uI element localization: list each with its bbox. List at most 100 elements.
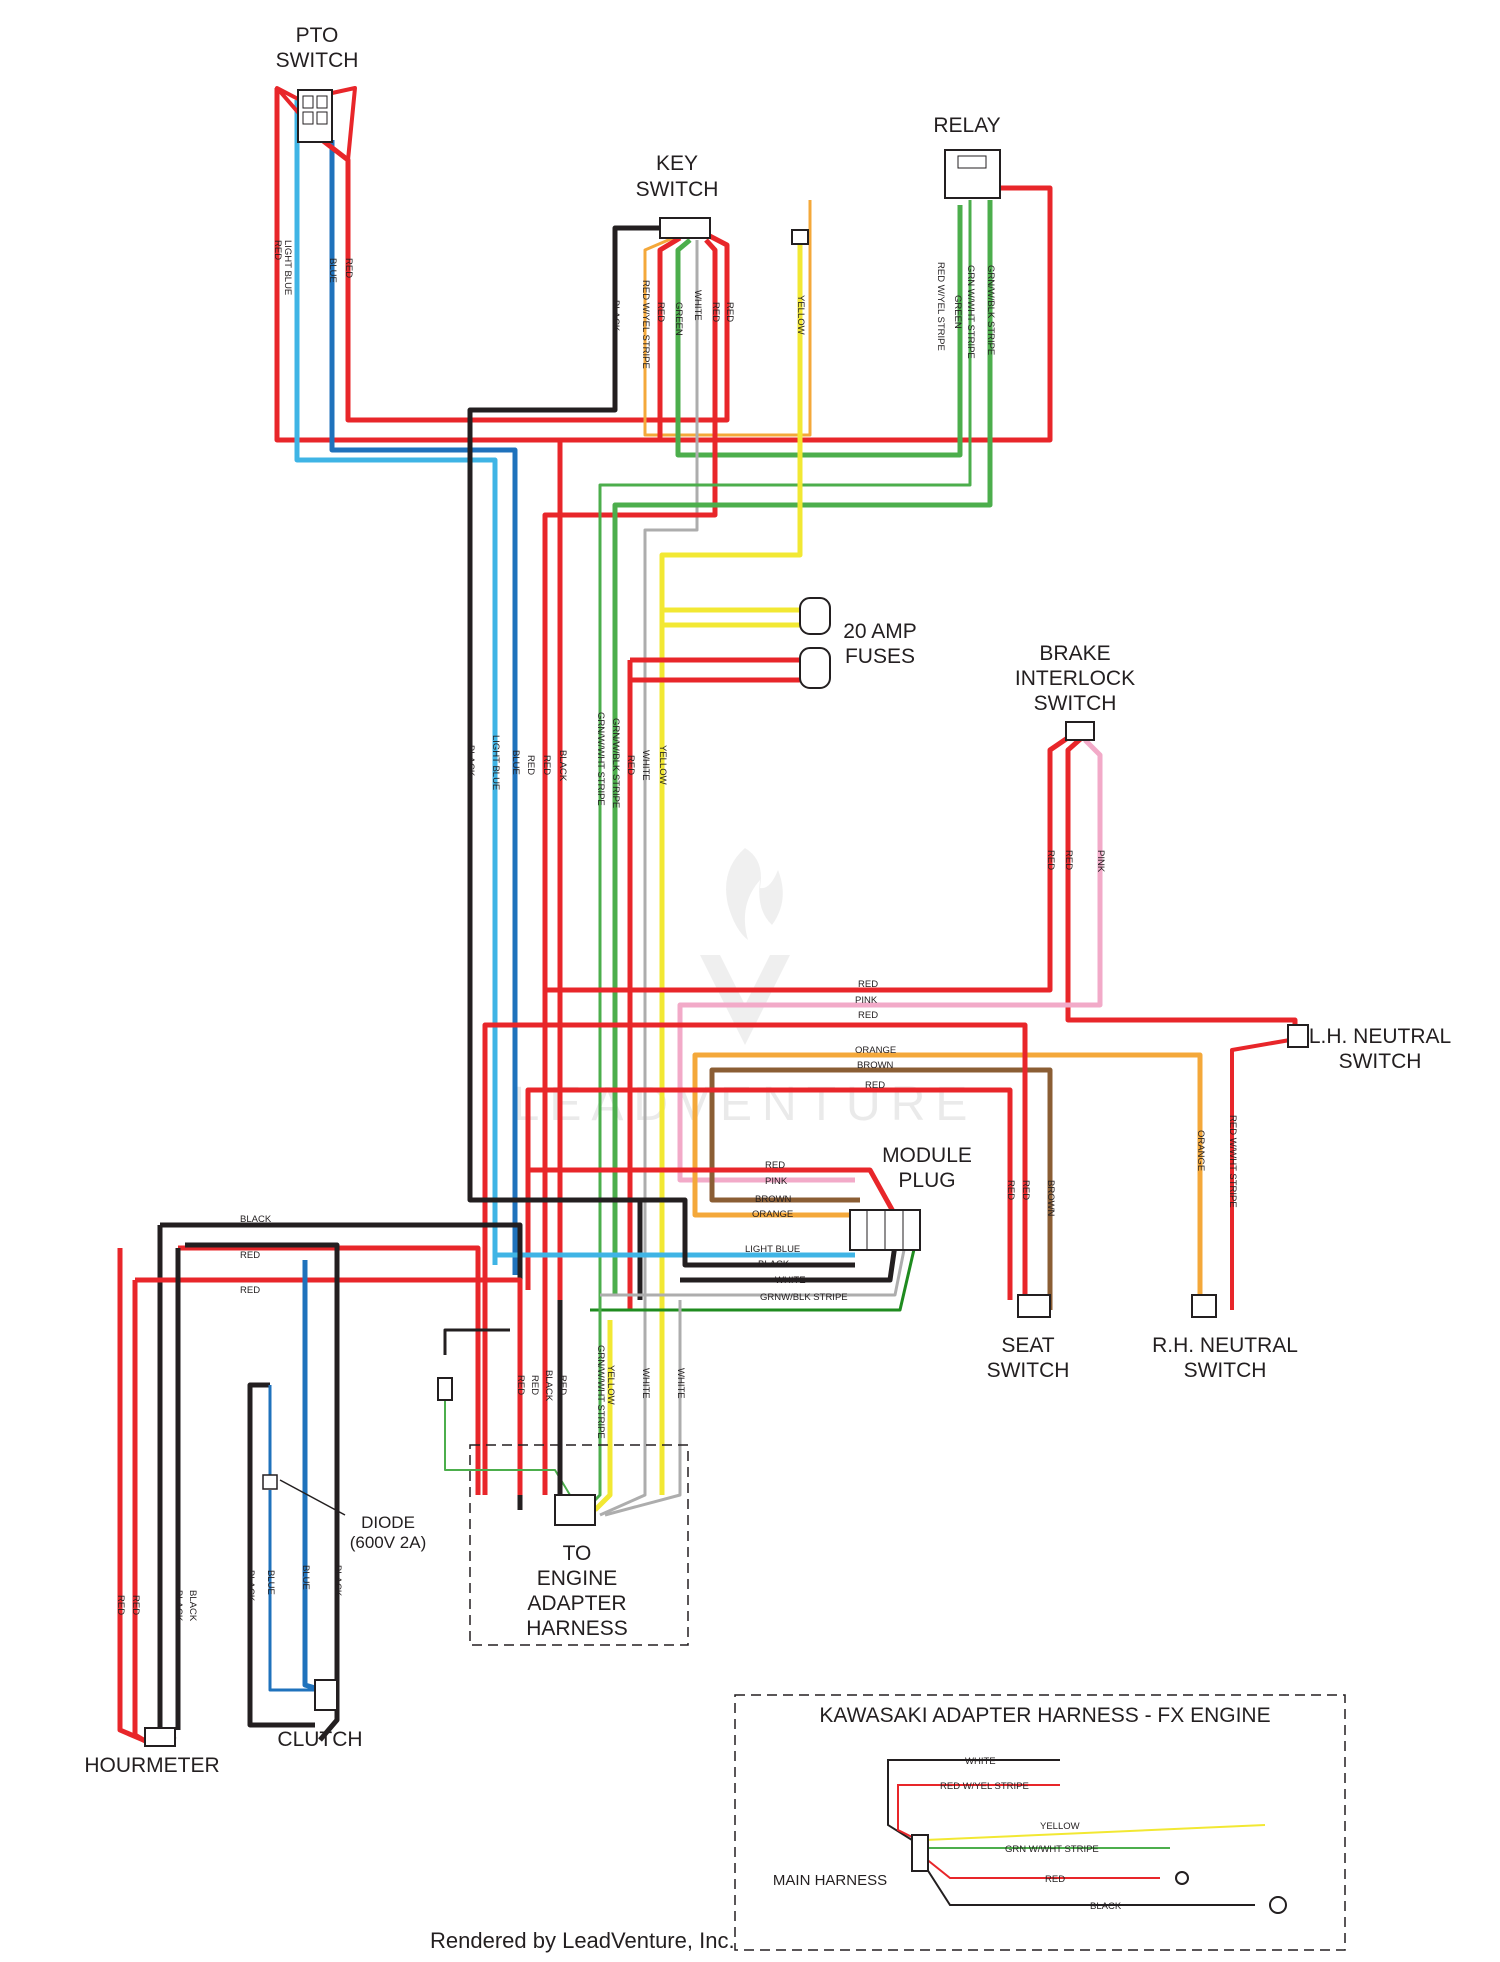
wl-white-key: WHITE xyxy=(692,290,703,321)
wl-green-relay: GREEN xyxy=(952,295,963,329)
wl-orange-rh: ORANGE xyxy=(1195,1130,1206,1171)
wl-red-hour-2: RED xyxy=(130,1595,141,1615)
lh-neutral-label-2: SWITCH xyxy=(1339,1050,1422,1073)
fuse-2-icon xyxy=(799,647,831,689)
wire-orange xyxy=(692,1052,1203,1310)
wl-black-diode: BLACK xyxy=(245,1570,256,1602)
kawasaki-ring-terminal-black xyxy=(1269,1896,1287,1914)
wl-blue-trunk: BLUE xyxy=(510,750,521,775)
v-logo-icon xyxy=(700,955,790,1045)
wire-black-engine xyxy=(557,1300,577,1512)
module-plug-label-1: MODULE xyxy=(882,1144,972,1167)
wire-red-brake-1 xyxy=(545,732,1074,993)
wl-blue-pto: BLUE xyxy=(327,258,338,283)
kawasaki-wires xyxy=(887,1759,1266,1906)
wire-light-blue xyxy=(294,100,498,1265)
diode-label-1: DIODE xyxy=(361,1513,415,1532)
wl-red-brake-2: RED xyxy=(1063,850,1074,870)
wl-red-yel-key: RED W/YEL STRIPE xyxy=(640,280,651,369)
main-harness-label: MAIN HARNESS xyxy=(773,1872,887,1889)
wl-red-hour-1: RED xyxy=(115,1595,126,1615)
wl-red-h1: RED xyxy=(858,979,878,990)
wl-red-key-2: RED xyxy=(710,302,721,322)
brake-label-1: BRAKE xyxy=(1039,642,1110,665)
wire-white-engine-2 xyxy=(604,1300,682,1517)
pto-switch-label-2: SWITCH xyxy=(276,49,359,72)
wire-black-module xyxy=(470,1197,855,1268)
wl-grn-wht-relay: GRN W/WHT STRIPE xyxy=(965,265,976,359)
wl-pink-h: PINK xyxy=(855,995,878,1006)
rh-neutral-connector xyxy=(1191,1294,1217,1318)
wl-red-eng-1: RED xyxy=(515,1375,526,1395)
wire-red-yel-key xyxy=(643,200,812,437)
fuses-label-1: 20 AMP xyxy=(843,620,917,643)
wl-grn-wht-eng: GRN/W/WHT STRIPE xyxy=(595,1345,606,1439)
engine-label-1: TO xyxy=(563,1542,592,1565)
kawasaki-adapter-box: KAWASAKI ADAPTER HARNESS - FX ENGINE MAI… xyxy=(734,1694,1346,1951)
components xyxy=(144,89,1309,1747)
engine-label-3: ADAPTER xyxy=(527,1592,626,1615)
engine-adapter-box xyxy=(469,1444,689,1646)
brake-label-3: SWITCH xyxy=(1034,692,1117,715)
engine-label-4: HARNESS xyxy=(526,1617,628,1640)
wl-red-top-1: RED xyxy=(240,1250,260,1261)
wl-grn-blk-relay: GRN/W/BLK STRIPE xyxy=(985,265,996,355)
pto-pin-4 xyxy=(316,111,328,125)
wl-orange-h: ORANGE xyxy=(855,1045,896,1056)
wl-black-eng: BLACK xyxy=(543,1370,554,1402)
key-switch-label-1: KEY xyxy=(656,152,698,175)
wire-black-clutch xyxy=(185,1242,340,1742)
wl-brown-seat: BROWN xyxy=(1045,1180,1056,1217)
wire-red-hourmeter-3 xyxy=(132,1280,154,1748)
brake-label-2: INTERLOCK xyxy=(1015,667,1135,690)
wl-red-trunk-3: RED xyxy=(625,755,636,775)
wire-red-brake-lh xyxy=(1065,733,1298,1030)
wire-black-hourmeter xyxy=(157,1225,177,1743)
wl-yellow-top: YELLOW xyxy=(795,295,806,335)
diode-leader-line xyxy=(279,1479,346,1516)
wire-blue-clutch xyxy=(302,1260,323,1693)
wl-red-pto-2: RED xyxy=(343,258,354,278)
brake-switch-connector xyxy=(1065,721,1095,741)
wl-red-trunk-1: RED xyxy=(525,755,536,775)
flame-logo-icon xyxy=(726,848,783,940)
seat-switch-label-2: SWITCH xyxy=(987,1359,1070,1382)
wl-grn-blk-trunk: GRN/W/BLK STRIPE xyxy=(610,718,621,808)
wire-red-key-2 xyxy=(542,238,718,1495)
seat-switch-label-1: SEAT xyxy=(1001,1334,1054,1357)
watermark-text: LEADVENTURE xyxy=(513,1078,978,1131)
wire-diode-lead xyxy=(443,1328,510,1355)
kawasaki-wire-red-yel: RED W/YEL STRIPE xyxy=(940,1781,1029,1792)
wl-orange-module: ORANGE xyxy=(752,1209,793,1220)
kawasaki-wire-grn-wht: GRN W/WHT STRIPE xyxy=(1005,1844,1099,1855)
wl-blue-diode: BLUE xyxy=(265,1570,276,1595)
rh-neutral-label-2: SWITCH xyxy=(1184,1359,1267,1382)
wl-white-eng-1: WHITE xyxy=(640,1368,651,1399)
wl-red-trunk-2: RED xyxy=(541,755,552,775)
wl-red-pto: RED xyxy=(272,240,283,260)
pto-pin-2 xyxy=(316,95,328,109)
watermark: LEADVENTURE xyxy=(513,848,978,1131)
relay-label: RELAY xyxy=(933,114,1000,137)
wl-yellow-eng: YELLOW xyxy=(605,1365,616,1405)
engine-adapter-connector xyxy=(554,1494,596,1526)
wl-light-blue-trunk: LIGHT BLUE xyxy=(490,735,501,790)
diode-label-2: (600V 2A) xyxy=(350,1533,427,1552)
wire-white-engine-1 xyxy=(599,1320,647,1517)
wire-grn-blk-module xyxy=(590,1244,917,1312)
wl-red-h3: RED xyxy=(865,1080,885,1091)
wl-white-module: WHITE xyxy=(775,1275,806,1286)
lh-neutral-connector xyxy=(1287,1024,1309,1048)
kawasaki-wire-yellow: YELLOW xyxy=(1040,1821,1080,1832)
wl-red-top-2: RED xyxy=(240,1285,260,1296)
wl-black-trunk-2: BLACK xyxy=(557,750,568,782)
wl-red-yel-relay: RED W/YEL STRIPE xyxy=(935,262,946,351)
wire-red-relay xyxy=(274,88,1053,443)
wl-pink-brake: PINK xyxy=(1095,850,1106,873)
wire-grn-wht-relay xyxy=(598,200,972,1300)
wire-black-module-2 xyxy=(680,1244,898,1283)
wire-blue-diode xyxy=(268,1385,315,1692)
kawasaki-wire-red: RED xyxy=(1045,1874,1065,1885)
